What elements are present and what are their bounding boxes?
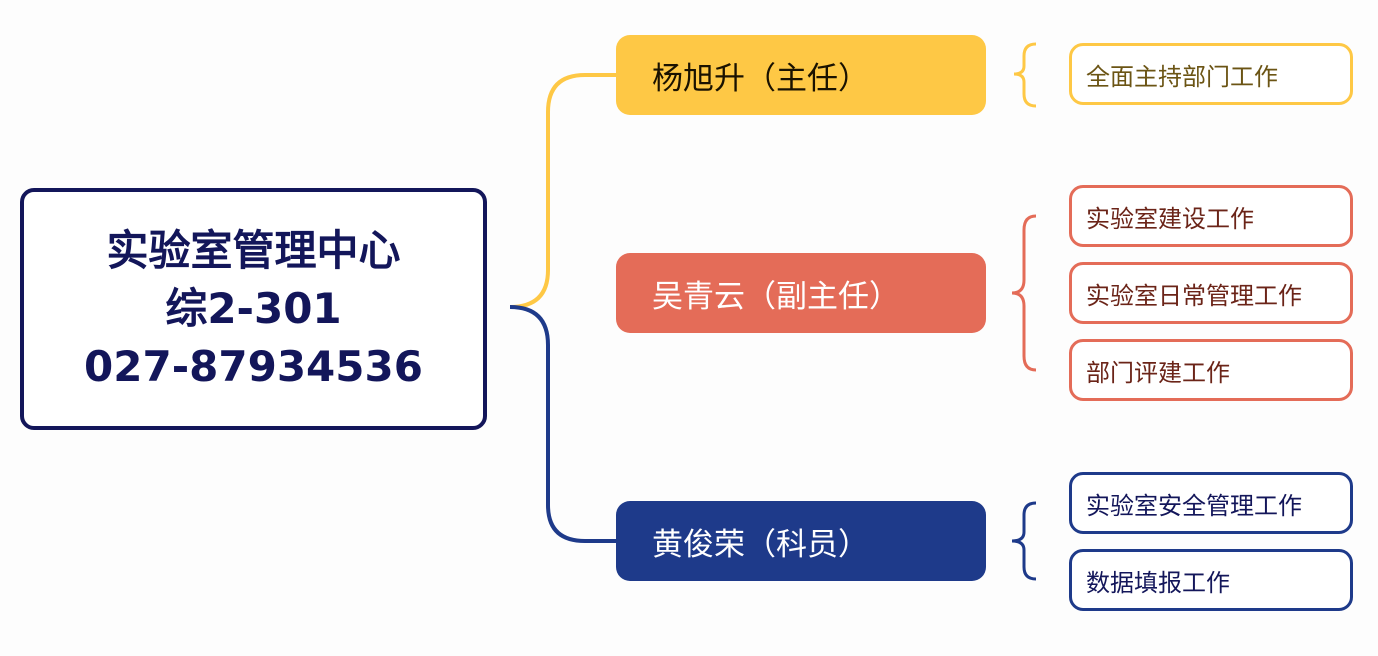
- task-item: 实验室日常管理工作: [1069, 262, 1353, 324]
- task-item: 实验室建设工作: [1069, 185, 1353, 247]
- connector-blue: [509, 305, 616, 543]
- brace-blue: [1011, 501, 1037, 581]
- connector-yellow: [509, 73, 616, 309]
- role-label: 黄俊荣（科员）: [652, 526, 869, 563]
- brace-red: [1011, 214, 1037, 372]
- role-label: 杨旭升（主任）: [652, 60, 869, 97]
- center-phone: 027-87934536: [84, 342, 423, 391]
- brace-yellow: [1013, 42, 1037, 108]
- role-deputy-director: 吴青云（副主任）: [616, 253, 986, 333]
- task-item: 全面主持部门工作: [1069, 43, 1353, 105]
- role-label: 吴青云（副主任）: [652, 278, 900, 315]
- task-item: 实验室安全管理工作: [1069, 472, 1353, 534]
- task-item: 部门评建工作: [1069, 339, 1353, 401]
- task-item: 数据填报工作: [1069, 549, 1353, 611]
- center-room: 综2-301: [165, 284, 342, 333]
- role-director: 杨旭升（主任）: [616, 35, 986, 115]
- center-node: 实验室管理中心 综2-301 027-87934536: [20, 188, 487, 430]
- center-title: 实验室管理中心: [106, 226, 401, 275]
- role-staff: 黄俊荣（科员）: [616, 501, 986, 581]
